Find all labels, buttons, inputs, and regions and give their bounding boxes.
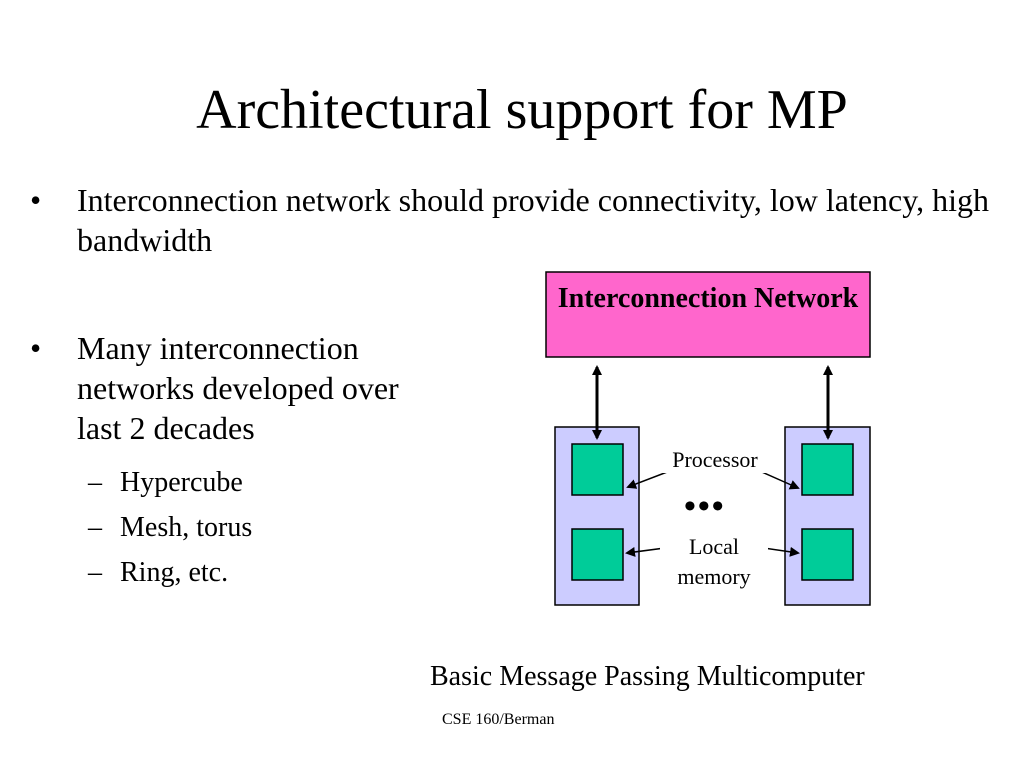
- bullet-many-networks: • Many interconnection networks develope…: [30, 328, 450, 448]
- slide-footer: CSE 160/Berman: [442, 711, 555, 728]
- memory-left-box: [571, 528, 624, 581]
- processor-right-box: [801, 443, 854, 496]
- dash-mark: –: [88, 467, 102, 498]
- bullet-text: Interconnection network should provide c…: [77, 182, 990, 258]
- slide-title: Architectural support for MP: [196, 79, 848, 141]
- bullet-text: Many interconnection networks developed …: [77, 330, 399, 446]
- diagram-caption: Basic Message Passing Multicomputer: [430, 661, 865, 692]
- list-item-text: Ring, etc.: [120, 557, 229, 588]
- bullet-mark: •: [30, 330, 42, 366]
- list-item-text: Mesh, torus: [120, 512, 253, 543]
- bullet-mark: •: [30, 182, 42, 218]
- processor-label: Processor: [656, 447, 774, 473]
- bullet-interconnection-requirements: • Interconnection network should provide…: [30, 180, 990, 260]
- interconnection-network-box: [545, 271, 871, 358]
- dash-mark: –: [88, 557, 102, 588]
- memory-right-box: [801, 528, 854, 581]
- list-item-text: Hypercube: [120, 467, 243, 498]
- local-memory-label: Local memory: [660, 532, 768, 592]
- dash-mark: –: [88, 512, 102, 543]
- more-nodes-ellipsis: •••: [684, 488, 726, 525]
- processor-left-box: [571, 443, 624, 496]
- interconnection-network-label: Interconnection Network: [557, 283, 859, 314]
